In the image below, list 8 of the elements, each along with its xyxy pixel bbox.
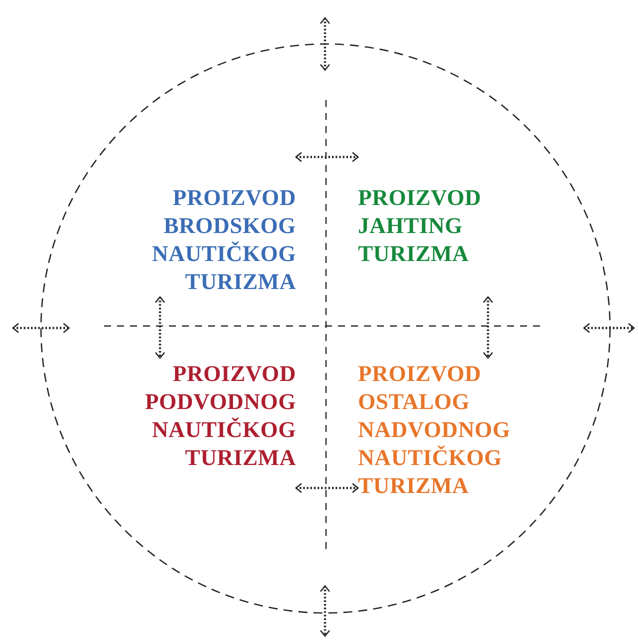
category-label: PROIZVOD PODVODNOG NAUTIČKOG TURIZMA <box>145 360 296 472</box>
double-arrow <box>154 296 166 359</box>
category-label: PROIZVOD OSTALOG NADVODNOG NAUTIČKOG TURIZMA <box>358 360 510 500</box>
double-arrow <box>295 482 359 494</box>
double-arrow <box>482 296 494 359</box>
double-arrow <box>295 152 359 162</box>
category-label: PROIZVOD BRODSKOG NAUTIČKOG TURIZMA <box>152 184 296 296</box>
category-label: PROIZVOD JAHTING TURIZMA <box>358 184 482 268</box>
